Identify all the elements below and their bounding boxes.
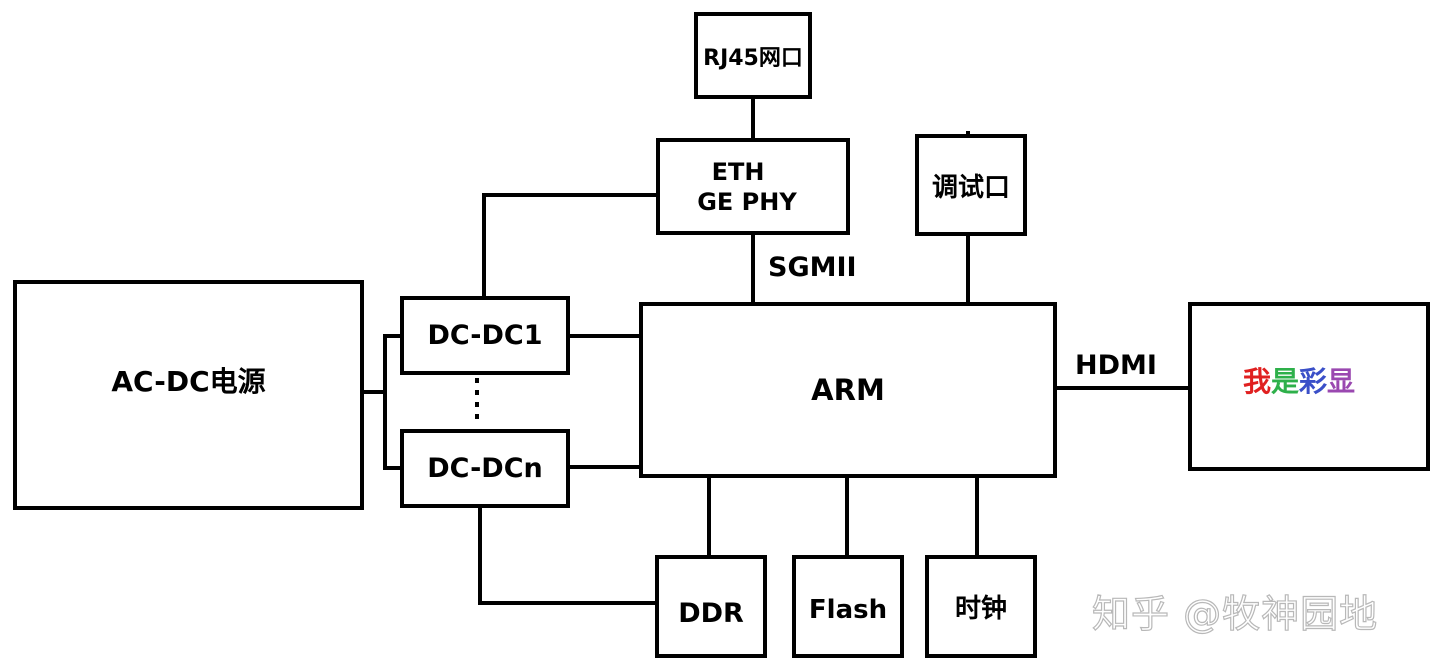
display-char: 显 <box>1327 364 1356 398</box>
line-bus-dcdcn <box>383 466 403 470</box>
node-debug-port: 调试口 <box>915 134 1027 236</box>
node-ddr-label: DDR <box>678 598 744 629</box>
line-dcdcn-ddr-h <box>478 601 658 605</box>
node-flash-label: Flash <box>808 594 888 625</box>
node-phy-label: GE PHY <box>697 187 797 216</box>
ellipsis-dot <box>475 378 479 383</box>
line-bus-dcdc1 <box>383 334 403 338</box>
line-arm-flash <box>845 475 849 557</box>
line-debug-arm <box>966 233 970 304</box>
node-debug-label: 调试口 <box>931 172 1010 203</box>
line-arm-ddr <box>707 475 711 557</box>
line-debug-tick <box>966 131 970 136</box>
line-arm-display <box>1053 386 1191 390</box>
line-power-bus <box>383 334 387 470</box>
node-arm: ARM <box>639 302 1057 478</box>
node-rj45-label: RJ45网口 <box>703 45 803 71</box>
node-display-label: 我是彩显 <box>1243 360 1355 400</box>
node-dcdcn: DC-DCn <box>400 429 570 508</box>
ellipsis-dot <box>475 402 479 407</box>
display-char: 我 <box>1242 364 1271 398</box>
node-acdc-label: AC-DC电源 <box>111 365 266 398</box>
node-clock: 时钟 <box>925 555 1037 658</box>
node-dcdc1: DC-DC1 <box>400 296 570 375</box>
node-rj45: RJ45网口 <box>694 12 812 99</box>
node-dcdcn-label: DC-DCn <box>427 453 543 484</box>
node-display: 我是彩显 <box>1188 302 1430 471</box>
node-clock-label: 时钟 <box>954 594 1007 624</box>
node-ddr: DDR <box>655 555 767 658</box>
edge-label-hdmi: HDMI <box>1075 350 1157 381</box>
display-char: 彩 <box>1299 364 1328 398</box>
line-eth-arm <box>751 232 755 304</box>
node-arm-label: ARM <box>811 373 885 407</box>
line-rj45-eth <box>751 96 755 140</box>
line-eth-dcdc1-h <box>482 193 660 197</box>
ellipsis-dot <box>475 414 479 419</box>
line-eth-dcdc1-v <box>482 193 486 299</box>
edge-label-sgmii: SGMII <box>768 252 857 283</box>
node-eth-label: ETH <box>711 157 765 186</box>
line-dcdcn-arm <box>566 465 642 469</box>
line-dcdcn-ddr-v <box>478 505 482 605</box>
node-flash: Flash <box>792 555 904 658</box>
line-dcdc1-arm <box>566 334 642 338</box>
line-acdc-bus <box>361 390 386 394</box>
watermark: 知乎 @牧神园地 <box>1091 591 1379 636</box>
ellipsis-dot <box>475 390 479 395</box>
node-acdc: AC-DC电源 <box>13 280 364 510</box>
node-eth-phy: ETH GE PHY <box>656 138 850 235</box>
display-char: 是 <box>1270 364 1299 398</box>
line-arm-clock <box>975 475 979 557</box>
node-dcdc1-label: DC-DC1 <box>427 320 543 351</box>
